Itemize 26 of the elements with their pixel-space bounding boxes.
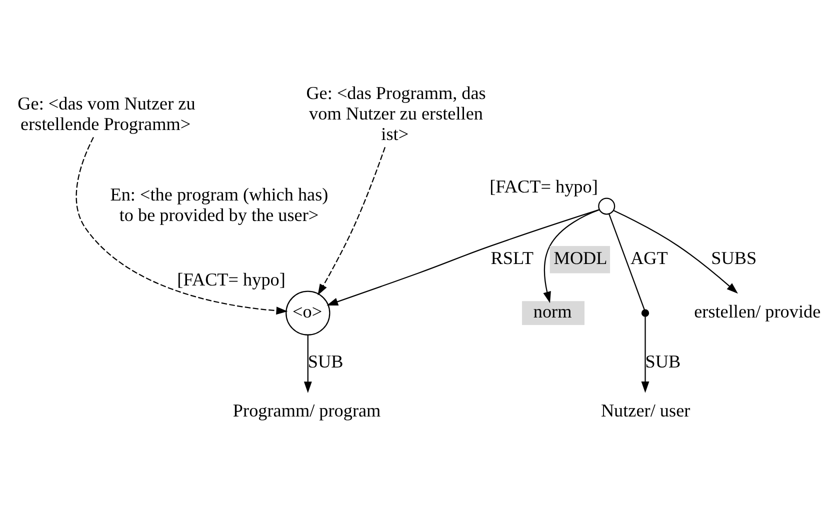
- arrow: [318, 146, 386, 296]
- node-box: norm: [522, 301, 584, 326]
- edge-label: SUB: [308, 351, 344, 372]
- arrow: [304, 335, 312, 393]
- node-label: [FACT= hypo]: [490, 176, 598, 196]
- node-text: erstellen/ provide: [694, 301, 821, 322]
- edge-label: SUBS: [711, 248, 757, 268]
- edge-label: AGT: [630, 248, 668, 268]
- node-label: [FACT= hypo]: [177, 270, 286, 290]
- edge-label: RSLT: [490, 248, 534, 268]
- node-circle: <o>: [286, 290, 330, 336]
- node-text: Programm/ program: [232, 400, 381, 420]
- arrow: [641, 316, 650, 393]
- arrow: [326, 209, 600, 306]
- arrow: [543, 209, 600, 304]
- node-text: Nutzer/ user: [600, 400, 690, 420]
- node-text: Ge: <das vom Nutzer zu erstellende Programm>: [18, 93, 196, 134]
- arrow: [76, 137, 288, 315]
- edge-label: SUB: [645, 351, 681, 372]
- connector: [608, 214, 645, 310]
- label: En: <the program (which has) to be provided by the user>: [110, 184, 328, 225]
- node-text: Ge: <das Programm, das vom Nutzer zu erstellen ist>: [306, 83, 486, 144]
- edge-label: MODL: [554, 248, 608, 268]
- arrow: [613, 210, 738, 294]
- node-dot: [641, 309, 650, 317]
- node-circle: [598, 198, 616, 215]
